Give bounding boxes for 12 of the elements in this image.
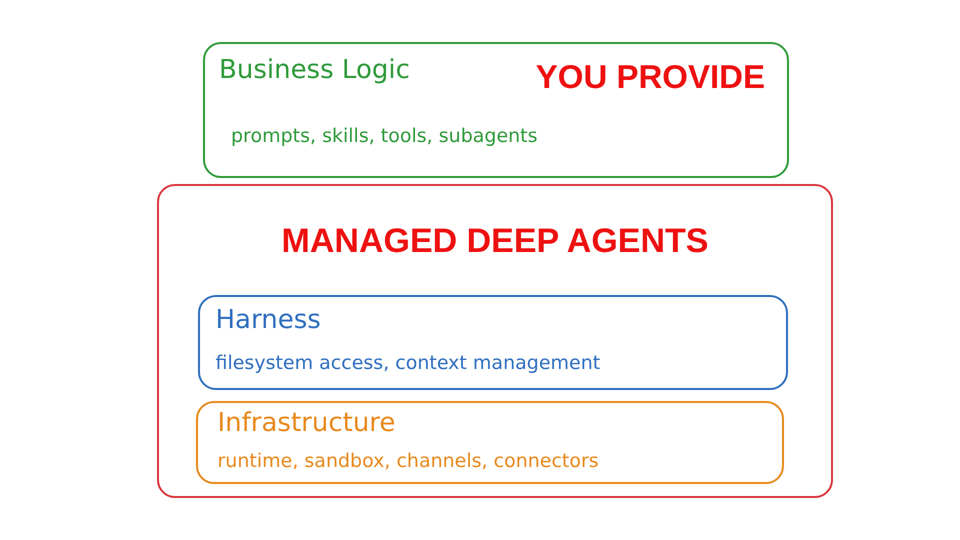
layer-box: [157, 184, 833, 498]
layer-description: prompts, skills, tools, subagents: [231, 126, 538, 148]
layer-box: [203, 42, 789, 178]
layer-description: runtime, sandbox, channels, connectors: [218, 450, 599, 472]
callout-heading: YOU PROVIDE: [536, 58, 765, 96]
layer-title: Harness: [216, 306, 321, 336]
layer-description: filesystem access, context management: [216, 352, 600, 374]
callout-heading: MANAGED DEEP AGENTS: [282, 222, 708, 262]
layer-box: [198, 294, 788, 390]
layer-title: Business Logic: [219, 56, 410, 86]
layer-title: Infrastructure: [218, 408, 396, 438]
layer-box: [196, 400, 784, 484]
